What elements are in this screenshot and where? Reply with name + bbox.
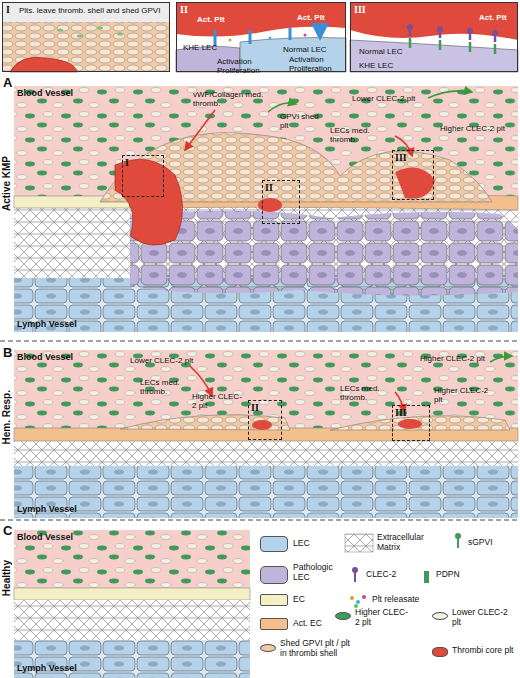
separator (0, 341, 520, 342)
panel-a-art (14, 86, 518, 332)
annotation: Higher CLEC-2 plt (434, 386, 498, 404)
panel-letter: B (3, 346, 12, 359)
legend-text: PDPN (436, 570, 460, 580)
node-text: Blood Vessel (17, 533, 73, 542)
callout-box: I (122, 155, 164, 197)
callout-box: III (392, 150, 434, 200)
node-text: Blood Vessel (17, 353, 73, 362)
legend-text: Extracellular Matrix (377, 533, 437, 552)
inset-panel: I Plts. leave thromb. shell and shed GPVI (2, 2, 170, 72)
legend-swatch (260, 594, 288, 606)
node-text: Act. Plt (297, 13, 325, 22)
legend-text: EC (293, 595, 305, 605)
legend-text: Thrombi core plt (452, 646, 514, 656)
callout-box: II (262, 180, 300, 224)
legend-text: Pathologic LEC (293, 563, 345, 582)
legend-swatch (260, 536, 288, 552)
node-text: Activation Proliferation (289, 55, 345, 73)
node-text: Active KMP (1, 156, 12, 211)
legend-text: Act. EC (293, 619, 322, 629)
panel-letter: A (3, 76, 12, 89)
inset-three-art (350, 2, 518, 72)
legend-icons (345, 533, 461, 608)
legend-text: CLEC-2 (366, 570, 396, 580)
legend-text: Lower CLEC-2 plt (452, 608, 512, 627)
separator (0, 520, 520, 521)
node-text: III (354, 4, 366, 15)
node-text: KHE LEC (359, 61, 393, 70)
legend-swatch (260, 618, 288, 630)
node-text: Normal LEC (359, 47, 403, 56)
node-text: III (395, 152, 407, 163)
legend-text: Higher CLEC-2 plt (355, 608, 410, 627)
panel-b-art (14, 350, 518, 518)
node-text: Activation Proliferation (217, 57, 277, 75)
node-text: Lymph Vessel (17, 664, 77, 673)
legend-swatch (432, 647, 448, 657)
callout-box: II (248, 400, 282, 440)
legend-text: Shed GPVI plt / plt in thrombi shell (280, 639, 352, 658)
node-text: I (6, 4, 10, 15)
node-text: Hem. Resp. (1, 390, 12, 444)
legend-text: Plt releasate (372, 595, 419, 605)
legend-swatch (335, 612, 351, 620)
annotation: Lower CLEC-2 plt (352, 94, 432, 103)
node-text: II (251, 402, 259, 413)
legend-swatch (260, 644, 276, 652)
tissue-panel: HealthyBlood VesselLymph Vessel (14, 530, 250, 676)
node-text: KHE LEC (183, 43, 217, 52)
node-text: Blood Vessel (17, 89, 73, 98)
node-text: II (265, 182, 273, 193)
callout-box: III (392, 405, 430, 441)
node-text: II (180, 4, 188, 15)
inset-one-art (2, 2, 170, 72)
tissue-panel: Active KMPBlood VesselLymph VesselIIIIII (14, 86, 518, 332)
annotation: GPVI shed plt (280, 112, 326, 130)
annotation: Higher CLEC-2 plt (192, 392, 242, 410)
panel-c-art (14, 530, 250, 678)
node-text: Plts. leave thromb. shell and shed GPVI (19, 6, 169, 15)
annotation: vWF/Collagen med. thromb. (193, 90, 271, 108)
inset-panel: IIAct. PltAct. PltNormal LECActivation P… (176, 2, 346, 72)
node-text: Act. Plt (197, 15, 225, 24)
tissue-panel: Hem. Resp.Blood VesselLymph VesselIIIII (14, 350, 518, 518)
annotation: LECs med. thromb. (330, 126, 392, 144)
annotation: Higher CLEC-2 plt (440, 124, 512, 133)
annotation: LECs med. thromb. (140, 378, 190, 396)
node-text: Lymph Vessel (17, 505, 77, 514)
node-text: III (395, 407, 407, 418)
inset-two-art (176, 2, 346, 72)
node-text: Healthy (1, 560, 12, 596)
legend-text: sGPVI (468, 538, 493, 548)
panel-letter: C (3, 524, 12, 537)
node-text: I (125, 157, 129, 168)
annotation: Higher CLEC-2 plt (420, 354, 500, 363)
annotation: Lower CLEC-2 plt (130, 356, 210, 365)
node-text: Act. Plt (479, 13, 507, 22)
legend-swatch (260, 566, 288, 584)
legend-text: LEC (293, 539, 310, 549)
node-text: Lymph Vessel (17, 320, 77, 329)
node-text: Normal LEC (283, 45, 327, 54)
legend-swatch (432, 612, 448, 620)
inset-panel: III Act. PltNormal LEC KHE LEC (350, 2, 518, 72)
annotation: LECs med. thromb. (340, 384, 395, 402)
